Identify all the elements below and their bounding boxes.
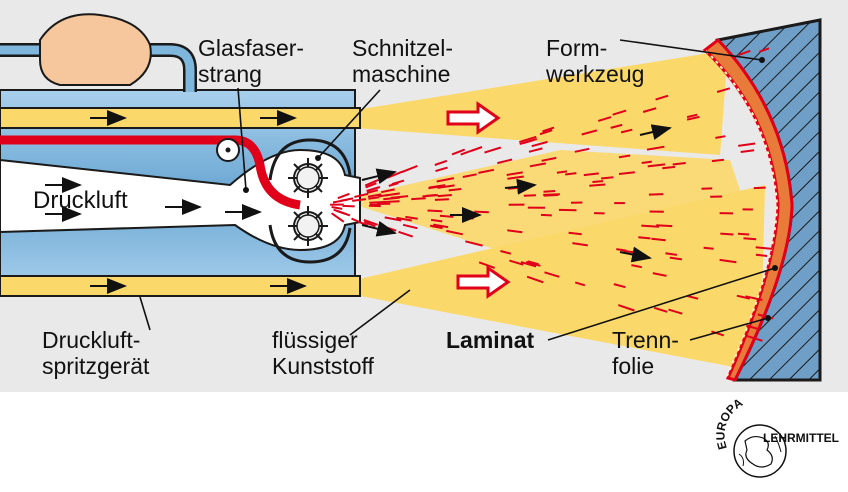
label-spritz-2: spritzgerät [42,354,149,379]
fiber-chip [649,194,663,195]
fiber-chip [426,195,436,196]
fiber-chip [589,185,605,186]
label-glasfaser-2: strang [198,62,262,87]
leader-dot-film [765,315,771,321]
fiber-chip [592,181,603,182]
fiber-chip [428,211,443,212]
fiber-chip [411,198,425,199]
fiber-chip [720,234,733,235]
fiber-chip [438,195,452,196]
fiber-chip [712,160,724,161]
fiber-chip [557,171,567,172]
fiber-chip [738,234,749,235]
fiber-chip [704,248,714,249]
fiber-chip [449,189,462,190]
fiber-chip [369,202,382,203]
fiber-chip [544,195,558,196]
label-fluessig-2: Kunststoff [272,354,374,379]
fiber-chip [541,215,552,216]
fiber-chip [368,197,379,198]
label-laminat: Laminat [446,328,534,353]
label-schnitzel-1: Schnitzel- [352,36,453,61]
upper-resin-channel [0,108,360,128]
chopper-wheel-bottom [288,206,328,246]
fiber-chip [601,177,613,178]
fiber-chip [544,191,556,192]
fiber-chip [662,167,675,168]
fiber-chip [565,173,576,174]
label-glasfaser-1: Glasfaser- [198,36,304,61]
label-fluessig-1: flüssiger [272,328,358,353]
fiber-chip [656,225,672,226]
leader-dot-mold [759,57,765,63]
leader-dot-laminate [772,265,778,271]
fiber-chip [756,255,767,256]
label-druckluft: Druckluft [33,188,128,213]
label-trenn-2: folie [612,354,654,379]
label-trenn-1: Trenn- [612,328,679,353]
fiber-chip [642,162,652,163]
guide-roller-center [226,148,231,153]
hand [40,14,151,85]
label-spritz-1: Druckluft- [42,328,140,353]
fiber-chip [343,206,355,207]
fiber-chip [474,212,489,213]
fiber-chip [638,237,650,238]
chopper-wheel-top [288,158,328,198]
leader-dot-chopper [315,155,321,161]
europa-lehrmittel-logo: EUROPA LEHRMITTEL [715,396,845,484]
fiber-chip [754,188,766,189]
leader-dot-fiber [243,187,249,193]
logo-text-bottom: LEHRMITTEL [763,431,839,445]
fiber-chip [524,195,536,196]
label-form-1: Form- [546,36,607,61]
fiber-chip [744,238,757,239]
lower-resin-channel [0,276,360,296]
fiber-chip [382,201,400,202]
fiber-chip [435,199,449,200]
fiber-chip [463,218,474,219]
label-form-2: werkzeug [546,62,644,87]
label-schnitzel-2: maschine [352,62,450,87]
